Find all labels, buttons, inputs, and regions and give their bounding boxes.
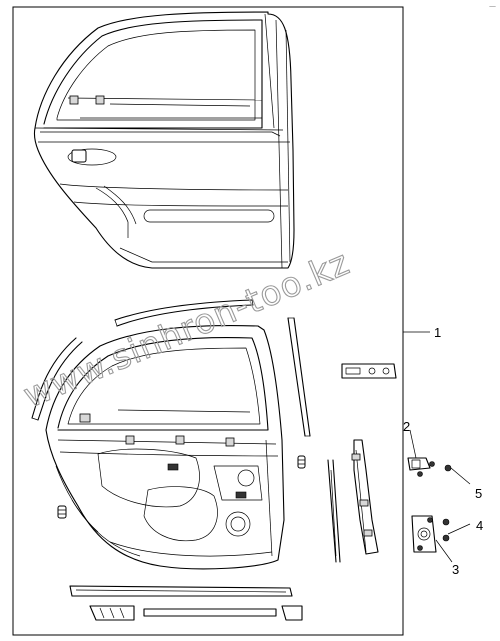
callout-5: 5 — [475, 486, 482, 501]
door-bushing — [57, 505, 67, 519]
leader-lines — [403, 331, 471, 563]
assembly-frame — [12, 6, 404, 636]
callout-3: 3 — [452, 562, 459, 577]
door-outer-panel — [33, 11, 295, 269]
hinge-bolt-4 — [442, 518, 450, 542]
glass-run-strip — [327, 459, 341, 563]
lower-hinge — [411, 515, 437, 553]
rear-window-division-bar — [287, 317, 311, 437]
upper-hinge — [407, 457, 435, 477]
hinge-bolt-5 — [444, 464, 452, 472]
lower-seal-strip — [69, 585, 293, 597]
front-window-run-channel — [31, 337, 83, 421]
window-regulator — [351, 439, 379, 555]
callout-1: 1 — [434, 325, 441, 340]
door-sill-trim — [89, 605, 303, 621]
upper-window-run-channel — [114, 299, 254, 327]
door-check-bracket — [341, 363, 397, 379]
small-clip — [297, 455, 306, 469]
corner-mark: — — [489, 2, 496, 10]
callout-2: 2 — [403, 419, 410, 434]
watermark-text: www.sinhron-too.kz — [18, 243, 356, 417]
callout-4: 4 — [476, 518, 483, 533]
door-inner-panel — [45, 324, 285, 570]
